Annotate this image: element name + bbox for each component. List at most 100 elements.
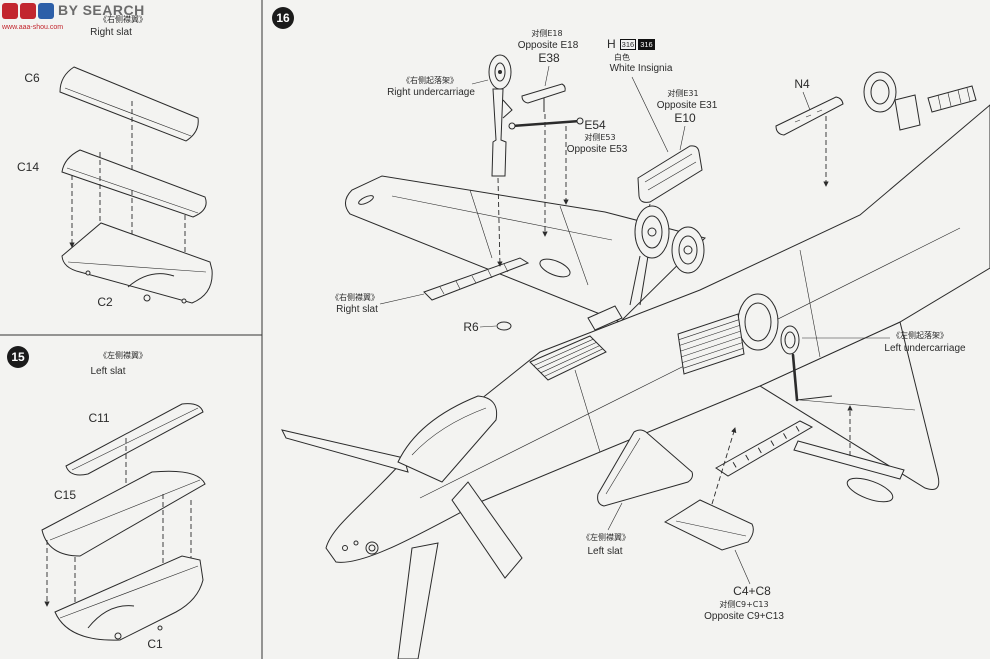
insignia-color-en: White Insignia xyxy=(609,63,673,74)
nose-wheel xyxy=(863,71,897,113)
right-main-wheel-axle xyxy=(498,70,502,74)
insignia-leader xyxy=(631,76,669,153)
n4-door-part xyxy=(775,96,844,136)
c2-face-line xyxy=(67,261,207,273)
left-undercarriage-strut xyxy=(791,353,799,402)
intake-grille-slats xyxy=(678,319,744,369)
e10-door-outline xyxy=(637,145,703,203)
insignia-code-light: 316 xyxy=(619,38,637,50)
left-slat-label-cn: 《左侧襟翼》 xyxy=(582,533,630,542)
main-wheel-outer-hub xyxy=(641,215,663,249)
right-wing-outline xyxy=(345,175,706,323)
main-wheel-outer-axle xyxy=(647,227,657,237)
left-undercarriage-label-cn: 《左侧起落架》 xyxy=(892,331,948,340)
avionics-grille-slats xyxy=(533,338,603,377)
right-undercarriage-guide xyxy=(497,177,503,267)
e38-door-part xyxy=(521,83,566,112)
n4-door-holes xyxy=(794,109,823,123)
wing-pod xyxy=(846,477,894,503)
c6-edge-line xyxy=(64,87,192,137)
c1-face-line xyxy=(59,565,199,619)
e10-leader xyxy=(679,125,686,151)
c14-slat-part xyxy=(61,149,207,218)
right-wing xyxy=(345,175,706,323)
left-slat-edge-line xyxy=(605,437,641,495)
left-undercarriage-label-en: Left undercarriage xyxy=(884,343,966,354)
engine-bay-inner xyxy=(744,302,772,342)
e54-opposite-en: Opposite E53 xyxy=(566,144,628,155)
right-undercarriage-label-cn: 《右侧起落架》 xyxy=(402,76,458,85)
e54-arm-rod xyxy=(510,119,582,128)
e10-door-ribs xyxy=(644,153,697,191)
nose-wheel-hub xyxy=(870,79,890,105)
e38-door-outline xyxy=(521,83,566,104)
right-slat-label-cn: 《右侧襟翼》 xyxy=(331,293,379,302)
right-main-wheel-hub xyxy=(494,62,506,82)
r6-leader xyxy=(479,325,497,328)
left-wing-panel-line xyxy=(799,399,916,411)
left-slat-part xyxy=(597,429,693,507)
c1-pin xyxy=(114,632,122,640)
fuselage-outline xyxy=(325,104,990,563)
c14-edge-line xyxy=(66,167,199,214)
c2-pin xyxy=(143,294,151,302)
nose-gear-bay-slats xyxy=(937,87,971,110)
n4-door-outline xyxy=(775,96,844,136)
part-label-e38: E38 xyxy=(538,51,560,65)
e38-opposite-en: Opposite E18 xyxy=(517,40,579,51)
left-main-wheel xyxy=(780,325,800,355)
right-wing-tip-light xyxy=(358,195,374,205)
fuselage-panel-line xyxy=(574,369,601,453)
main-wheel-inner-axle xyxy=(683,245,693,255)
nose-gear-strut xyxy=(894,94,921,131)
avionics-grille xyxy=(529,305,623,381)
right-slat-leader xyxy=(379,293,425,305)
intake-grille xyxy=(677,313,745,375)
c14-outline xyxy=(61,149,207,218)
left-slat-label-en: Left slat xyxy=(587,546,623,557)
watermark-url: www.aaa-shou.com xyxy=(2,24,64,31)
left-gear-door xyxy=(715,420,814,477)
intake-grille-outline xyxy=(677,313,745,375)
horizontal-stabilizer xyxy=(281,429,409,473)
lower-tail-fin xyxy=(397,542,439,659)
wing-pylon xyxy=(793,440,905,480)
tail-cone-rivet xyxy=(342,545,348,551)
e10-opposite-en: Opposite E31 xyxy=(656,100,718,111)
c15-outline xyxy=(41,470,206,557)
left-undercarriage-link xyxy=(796,395,833,401)
step-16-badge: 16 xyxy=(272,7,294,29)
right-slat-label-en: Right slat xyxy=(336,304,378,315)
part-label-c14: C14 xyxy=(16,160,40,174)
step-15-badge: 15 xyxy=(7,346,29,368)
c2-wing-leading-edge-part xyxy=(61,222,213,304)
fuselage xyxy=(325,104,990,563)
avionics-hatch xyxy=(587,305,623,331)
e38-leader xyxy=(544,65,550,87)
c1-wing-leading-edge-part xyxy=(54,555,204,641)
left-slat-outline xyxy=(597,429,693,507)
nose-undercarriage xyxy=(863,71,977,131)
c15-slat-part xyxy=(41,470,206,557)
right-wing-panel-line xyxy=(469,189,493,259)
tail-section xyxy=(281,395,523,659)
fuselage-panel-line xyxy=(799,249,821,358)
right-slat-outline xyxy=(423,257,530,301)
engine-bay-opening xyxy=(737,293,779,351)
right-undercarriage-assembly xyxy=(488,54,513,177)
left-main-wheel-hub xyxy=(784,331,796,349)
part-label-e54: E54 xyxy=(584,118,606,132)
right-undercarriage-strut xyxy=(491,88,507,177)
right-slat-rib xyxy=(439,263,509,295)
c11-slat-part xyxy=(65,403,204,476)
c6-slat-part xyxy=(59,66,199,142)
watermark-text: BY SEARCH xyxy=(58,2,145,18)
c6-outline xyxy=(59,66,199,142)
part-label-c4-c8: C4+C8 xyxy=(733,584,771,598)
left-slat-panel-title-cn: 《左侧襟翼》 xyxy=(99,351,147,360)
e54-arm-end xyxy=(508,122,516,130)
e54-arm-end xyxy=(576,117,584,125)
part-label-c6: C6 xyxy=(24,71,40,85)
right-undercarriage-label-en: Right undercarriage xyxy=(387,87,475,98)
